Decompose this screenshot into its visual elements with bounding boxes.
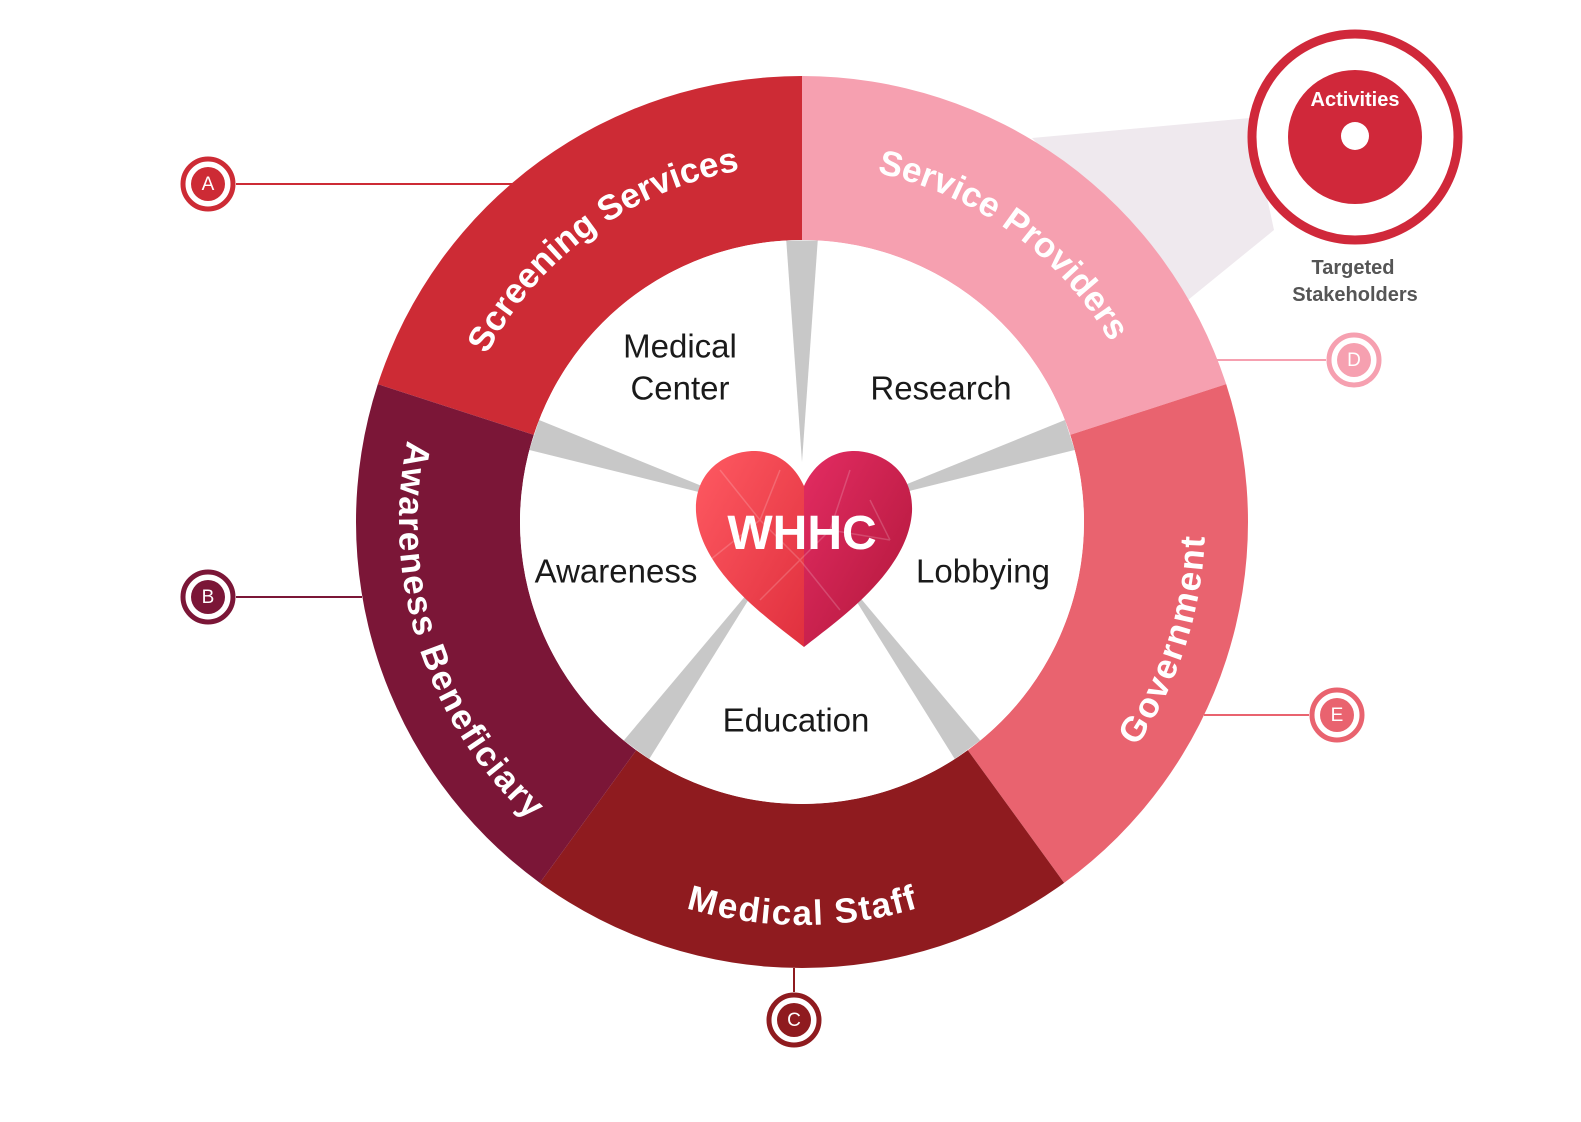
marker-b-disc	[191, 580, 225, 614]
heart-facets	[709, 469, 891, 611]
legend-stakeholders-label: Stakeholders	[1292, 284, 1418, 306]
legend-center-dot	[1341, 122, 1369, 150]
divider-spoke-5	[623, 570, 767, 760]
ring-segment-3	[967, 384, 1249, 883]
marker-a-disc	[191, 167, 225, 201]
ring-segment-5	[356, 384, 637, 883]
divider-spoke-4	[837, 570, 981, 760]
ring-segment-4	[539, 750, 1065, 969]
marker-e-disc	[1320, 698, 1354, 732]
marker-connectors	[236, 183, 1326, 992]
heart-left-half	[695, 450, 804, 647]
activity-label-3: Lobbying	[916, 553, 1050, 590]
marker-d-letter: D	[1347, 350, 1361, 371]
marker-e-letter: E	[1331, 705, 1344, 726]
legend-activities-label: Activities	[1311, 89, 1400, 111]
stakeholder-markers: A D E C B	[180, 156, 1382, 1048]
legend: Activities Targeted Stakeholders	[1247, 29, 1463, 306]
marker-a-letter: A	[202, 174, 215, 195]
divider-spoke-1	[529, 420, 745, 504]
activity-label-5: Awareness	[535, 553, 698, 590]
legend-targeted-label: Targeted	[1312, 257, 1395, 279]
marker-c-disc	[777, 1003, 811, 1037]
center-title: WHHC	[727, 507, 876, 560]
divider-spoke-3	[859, 420, 1075, 504]
marker-d-disc	[1337, 343, 1371, 377]
heart-right-half	[804, 450, 913, 647]
marker-b-letter: B	[202, 587, 215, 608]
divider-spoke-2	[786, 240, 818, 462]
activity-label-2: Research	[870, 370, 1011, 407]
marker-c-letter: C	[787, 1010, 801, 1031]
legend-pointer	[1032, 118, 1274, 300]
activity-label-1: Medical	[623, 328, 737, 365]
activity-label-1: Center	[630, 370, 729, 407]
heart-logo: WHHC	[695, 450, 913, 647]
activity-label-4: Education	[723, 702, 870, 739]
ring-segment-1	[377, 76, 802, 435]
ring-segment-2	[802, 76, 1227, 435]
